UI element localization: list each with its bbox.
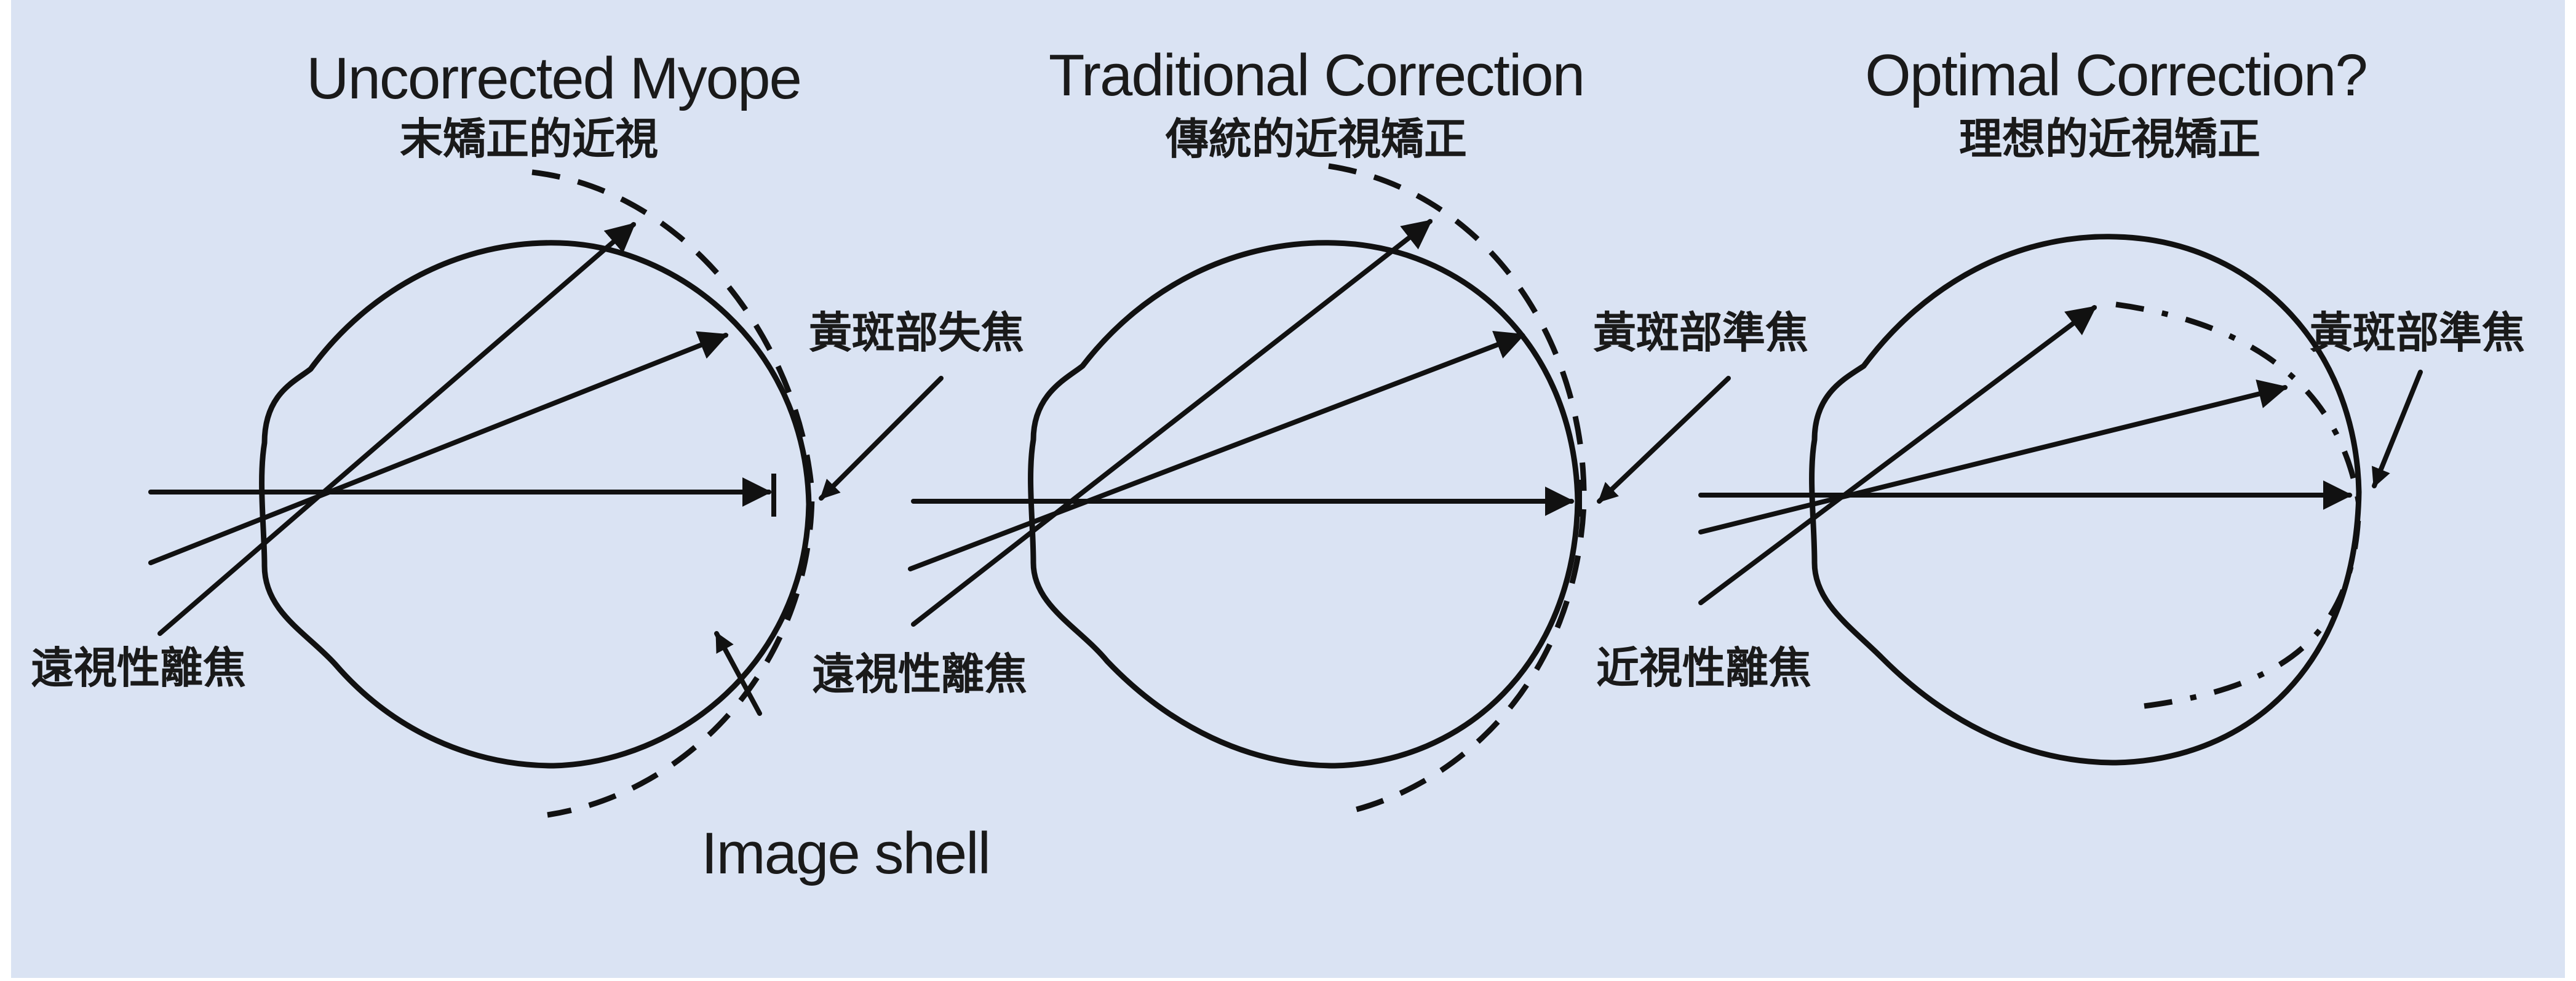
panel-traditional-correction: Traditional Correction 傳統的近視矯正 黃斑部準焦 遠視性… bbox=[812, 42, 1808, 815]
panel-2-ray-oblique-1 bbox=[908, 330, 1525, 571]
panel-uncorrected-myope: Uncorrected Myope 末矯正的近視 黃斑部失焦 遠視性離焦 Ima… bbox=[31, 46, 1024, 886]
panel-1-periphery-label: 遠視性離焦 bbox=[31, 643, 246, 693]
panel-1-eyeball bbox=[259, 240, 812, 769]
panel-2-image-shell bbox=[1328, 163, 1587, 815]
background-panel bbox=[11, 0, 2565, 978]
panel-1-image-shell bbox=[531, 169, 815, 818]
panel-1-macula-pointer bbox=[819, 376, 944, 501]
panel-2-eyeball bbox=[1028, 240, 1581, 769]
panel-optimal-correction: Optimal Correction? 理想的近視矯正 黃斑部準焦 近視性離焦 bbox=[1596, 42, 2525, 766]
panel-3-macula-label: 黃斑部準焦 bbox=[2310, 308, 2525, 358]
image-shell-pointer bbox=[714, 631, 762, 716]
image-shell-label: Image shell bbox=[701, 820, 990, 886]
panel-2-periphery-label: 遠視性離焦 bbox=[812, 649, 1027, 699]
panel-1-title-en: Uncorrected Myope bbox=[306, 46, 801, 111]
panel-3-ray-oblique-1 bbox=[1698, 379, 2288, 534]
panel-3-periphery-label: 近視性離焦 bbox=[1596, 643, 1811, 693]
panel-1-macula-label: 黃斑部失焦 bbox=[809, 308, 1024, 358]
panel-2-macula-pointer bbox=[1597, 376, 1731, 504]
panel-3-title-en: Optimal Correction? bbox=[1865, 42, 2367, 108]
panel-2-ray-oblique-2 bbox=[911, 219, 1433, 627]
panel-1-ray-oblique-1 bbox=[148, 331, 729, 565]
panel-3-eyeball bbox=[1809, 234, 2362, 766]
panel-2-title-en: Traditional Correction bbox=[1049, 42, 1584, 108]
panel-3-title-zh: 理想的近視矯正 bbox=[1959, 114, 2260, 164]
panel-1-ray-oblique-2 bbox=[157, 222, 636, 636]
panel-2-title-zh: 傳統的近視矯正 bbox=[1165, 114, 1467, 164]
panel-3-ray-oblique-2 bbox=[1698, 305, 2097, 605]
panel-3-macula-pointer bbox=[2371, 370, 2423, 488]
panel-2-macula-label: 黃斑部準焦 bbox=[1593, 308, 1808, 358]
panel-1-title-zh: 末矯正的近視 bbox=[400, 114, 658, 164]
